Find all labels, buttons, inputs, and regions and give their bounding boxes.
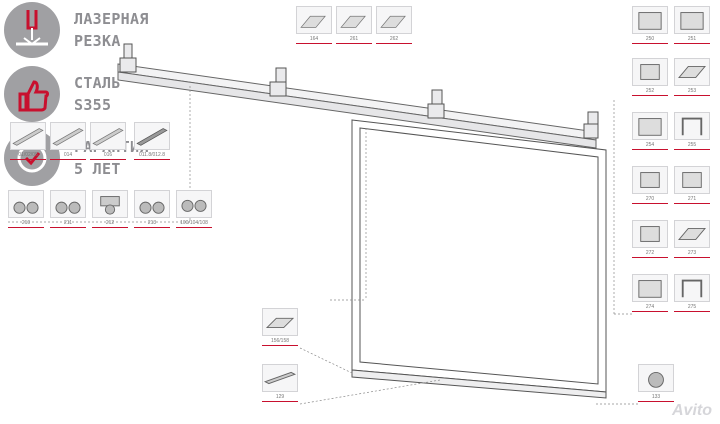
- side-part-image: [632, 166, 668, 194]
- bottom-part-image: [638, 364, 674, 392]
- part-code: 251: [687, 36, 697, 42]
- part-code: 156/158: [270, 338, 290, 344]
- rail-mounts: [119, 43, 599, 139]
- part-code: 213: [147, 220, 157, 226]
- bracket-image: [376, 6, 412, 34]
- feature-title: ЛАЗЕРНАЯ: [74, 10, 149, 28]
- part-code: 164: [309, 36, 319, 42]
- side-part-image: [674, 166, 710, 194]
- feature-steel: СТАЛЬ S355: [4, 66, 174, 122]
- profile-image: [90, 122, 126, 150]
- roller-image: [50, 190, 86, 218]
- side-part-image: [632, 112, 668, 140]
- part-code: 250: [645, 36, 655, 42]
- part-code: 272: [645, 250, 655, 256]
- bracket-image: [296, 6, 332, 34]
- part-code: 273: [687, 250, 697, 256]
- thumbs-up-icon: [4, 66, 60, 122]
- side-part-image: [632, 6, 668, 34]
- side-part-image: [632, 220, 668, 248]
- roller-image: [134, 190, 170, 218]
- side-part-image: [632, 274, 668, 302]
- part-code: 262: [389, 36, 399, 42]
- side-part-image: [674, 58, 710, 86]
- part-code: 212: [105, 220, 115, 226]
- side-part-image: [674, 274, 710, 302]
- part-code: 210: [21, 220, 31, 226]
- lower-part-image: [262, 364, 298, 392]
- watermark: Avito: [672, 402, 712, 419]
- profile-image: [134, 122, 170, 150]
- feature-title: СТАЛЬ: [74, 74, 121, 92]
- part-code: 01/02/05: [18, 152, 38, 158]
- side-part-image: [632, 58, 668, 86]
- side-part-image: [674, 220, 710, 248]
- bracket-image: [336, 6, 372, 34]
- part-code: 016: [103, 152, 113, 158]
- roller-image: [92, 190, 128, 218]
- part-code: 274: [645, 304, 655, 310]
- feature-laser-cut: ЛАЗЕРНАЯ РЕЗКА: [4, 2, 174, 58]
- part-code: 261: [349, 36, 359, 42]
- side-part-image: [674, 112, 710, 140]
- part-code: 014: [63, 152, 73, 158]
- gate-frame: [351, 119, 607, 399]
- part-code: 100/104/108: [180, 220, 208, 226]
- roller-image: [8, 190, 44, 218]
- part-code: 271: [687, 196, 697, 202]
- side-part-image: [674, 6, 710, 34]
- roller-image: [176, 190, 212, 218]
- part-code: 011.8/012.8: [138, 152, 166, 158]
- feature-subtitle: 5 ЛЕТ: [74, 160, 121, 178]
- part-code: 133: [651, 394, 661, 400]
- part-code: 211: [64, 220, 72, 226]
- part-code: 129: [275, 394, 285, 400]
- part-code: 252: [645, 88, 655, 94]
- part-code: 270: [645, 196, 655, 202]
- part-code: 253: [687, 88, 697, 94]
- feature-subtitle: S355: [74, 96, 112, 114]
- feature-subtitle: РЕЗКА: [74, 32, 121, 50]
- laser-cut-icon: [4, 2, 60, 58]
- profile-image: [10, 122, 46, 150]
- profile-image: [50, 122, 86, 150]
- part-code: 255: [687, 142, 697, 148]
- part-code: 275: [687, 304, 697, 310]
- part-code: 254: [645, 142, 655, 148]
- lower-part-image: [262, 308, 298, 336]
